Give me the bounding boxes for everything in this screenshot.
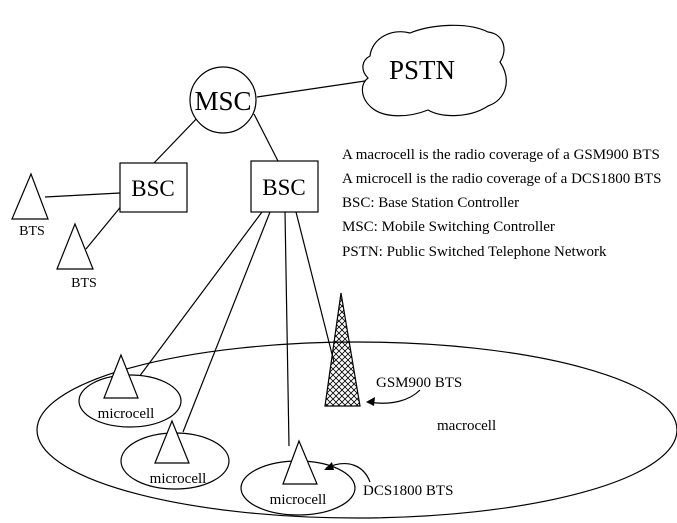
- legend-line-5: PSTN: Public Switched Telephone Network: [342, 244, 607, 260]
- microcell-1-bts-icon: [103, 353, 139, 399]
- legend: A macrocell is the radio coverage of a G…: [342, 147, 662, 260]
- microcell-3-label: microcell: [270, 492, 327, 508]
- link-bsc-right-gsm900: [295, 211, 335, 363]
- gsm900-tower-icon: [324, 292, 361, 407]
- bts-1-label: BTS: [19, 224, 45, 239]
- dcs1800-label: DCS1800 BTS: [363, 483, 453, 499]
- bsc-right-box: [250, 160, 319, 213]
- bsc-right-label: BSC: [262, 175, 305, 200]
- legend-line-1: A macrocell is the radio coverage of a G…: [342, 147, 660, 163]
- link-bsc-right-microcell1: [132, 211, 263, 386]
- link-msc-bsc-right: [253, 113, 279, 162]
- dcs1800-arrowhead: [324, 462, 334, 470]
- msc-label: MSC: [194, 86, 251, 116]
- legend-line-4: MSC: Mobile Switching Controller: [342, 219, 555, 235]
- bts-1-icon: [11, 172, 49, 220]
- legend-line-2: A microcell is the radio coverage of a D…: [342, 171, 662, 187]
- link-bsc-left-bts1: [44, 192, 121, 198]
- gsm900-arrowhead: [366, 397, 375, 406]
- microcell-1-label: microcell: [98, 406, 155, 422]
- legend-line-3: BSC: Base Station Controller: [342, 195, 519, 211]
- pstn-cloud: [361, 24, 507, 117]
- msc-node: [189, 66, 257, 134]
- bsc-left-box: [119, 162, 188, 213]
- microcell-1-area: [78, 374, 182, 428]
- bsc-left-label: BSC: [131, 176, 174, 201]
- link-bsc-right-microcell2: [182, 211, 271, 433]
- macrocell-area: [36, 341, 677, 519]
- link-msc-pstn: [256, 80, 366, 98]
- bts-2-icon: [56, 222, 94, 270]
- pstn-label: PSTN: [389, 55, 455, 85]
- bts-2-label: BTS: [71, 276, 97, 291]
- link-msc-bsc-left: [153, 112, 203, 164]
- macrocell-label: macrocell: [437, 418, 496, 434]
- link-bsc-left-bts2: [85, 203, 124, 250]
- microcell-2-label: microcell: [150, 471, 207, 487]
- gsm900-label: GSM900 BTS: [376, 375, 462, 391]
- gsm900-pointer-arrow: [367, 389, 421, 404]
- microcell-3-bts-icon: [282, 439, 318, 485]
- microcell-2-bts-icon: [154, 419, 190, 464]
- link-bsc-right-microcell3: [284, 211, 290, 447]
